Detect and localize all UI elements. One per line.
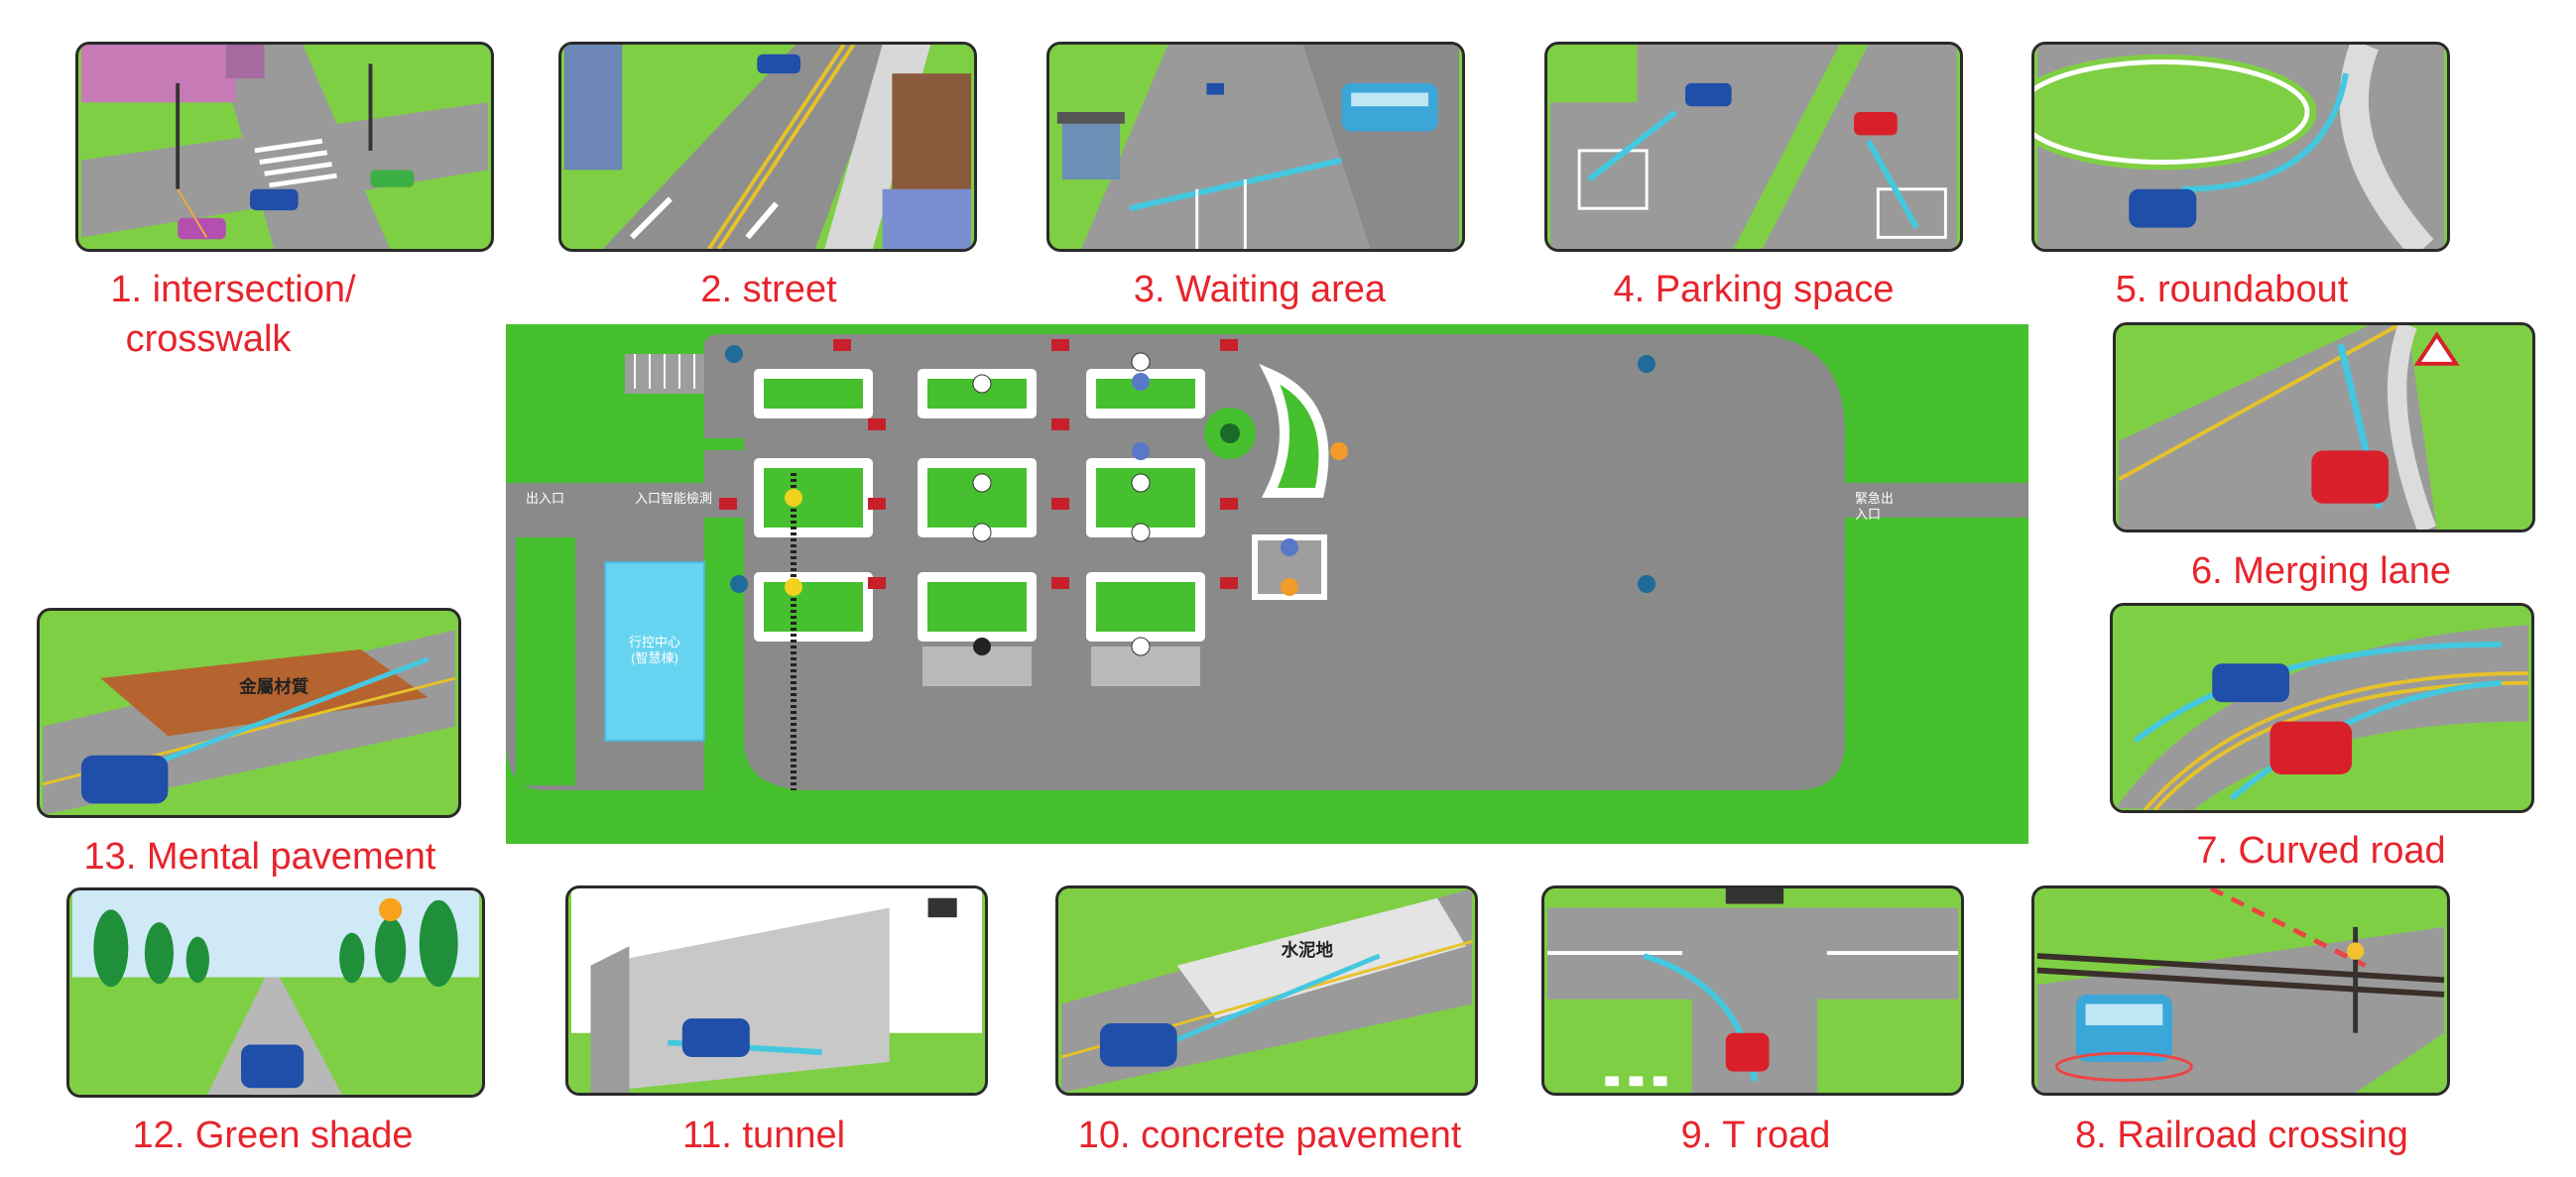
caption-t-road: 9. T road — [1680, 1115, 1831, 1156]
caption-roundabout: 5. roundabout — [2115, 269, 2349, 310]
caption-intersection-line1: 1. intersection/ — [110, 269, 356, 310]
curved-road-illustration — [2116, 606, 2528, 810]
caption-street: 2. street — [700, 269, 837, 310]
panel-t-road — [1541, 885, 1964, 1096]
panel-parking-space — [1544, 42, 1963, 252]
green-shade-illustration — [71, 890, 480, 1095]
panel-roundabout — [2031, 42, 2450, 252]
intersection-illustration — [80, 45, 489, 249]
mental-pavement-illustration: 金屬材質 — [42, 611, 456, 815]
parking-space-illustration — [1549, 45, 1958, 249]
overview-map: 出入口 入口智能檢測 緊急出 入口 行控中心 (智慧棟) — [506, 324, 2028, 844]
street-illustration — [563, 45, 972, 249]
caption-railroad-crossing: 8. Railroad crossing — [2075, 1115, 2408, 1156]
map-label-building-2: (智慧棟) — [631, 650, 678, 665]
merging-lane-illustration — [2118, 325, 2529, 530]
panel-concrete-pavement: 水泥地 — [1055, 885, 1478, 1096]
panel-green-shade — [66, 887, 485, 1098]
panel-intersection — [75, 42, 494, 252]
panel-mental-pavement: 金屬材質 — [37, 608, 461, 818]
caption-curved-road: 7. Curved road — [2196, 830, 2446, 872]
caption-green-shade: 12. Green shade — [132, 1115, 414, 1156]
panel-merging-lane — [2113, 322, 2535, 532]
overview-map-svg: 出入口 入口智能檢測 緊急出 入口 行控中心 (智慧棟) — [506, 334, 2028, 790]
map-label-right-entrance-1: 緊急出 — [1855, 491, 1894, 506]
caption-mental-pavement: 13. Mental pavement — [83, 836, 436, 878]
map-label-left-entrance: 出入口 — [526, 491, 564, 506]
caption-parking-space: 4. Parking space — [1613, 269, 1895, 310]
map-label-right-entrance-2: 入口 — [1855, 507, 1881, 522]
panel-street — [558, 42, 977, 252]
panel-curved-road — [2110, 603, 2534, 813]
waiting-area-illustration — [1051, 45, 1460, 249]
concrete-sign-text: 水泥地 — [1282, 940, 1334, 960]
caption-concrete-pavement: 10. concrete pavement — [1077, 1115, 1462, 1156]
caption-intersection-line2: crosswalk — [125, 318, 292, 360]
map-label-building-1: 行控中心 — [629, 635, 680, 649]
panel-tunnel — [565, 885, 988, 1096]
panel-railroad-crossing — [2031, 885, 2450, 1096]
caption-waiting-area: 3. Waiting area — [1133, 269, 1387, 310]
map-label-entrance-detect: 入口智能檢測 — [635, 491, 712, 506]
concrete-pavement-illustration: 水泥地 — [1060, 888, 1473, 1093]
caption-merging-lane: 6. Merging lane — [2191, 550, 2451, 592]
tunnel-illustration — [571, 888, 982, 1093]
railroad-crossing-illustration — [2036, 888, 2445, 1093]
roundabout-illustration — [2034, 45, 2445, 249]
metal-sign-text: 金屬材質 — [238, 677, 308, 697]
panel-waiting-area — [1046, 42, 1465, 252]
t-road-illustration — [1547, 888, 1958, 1093]
caption-tunnel: 11. tunnel — [681, 1115, 846, 1156]
